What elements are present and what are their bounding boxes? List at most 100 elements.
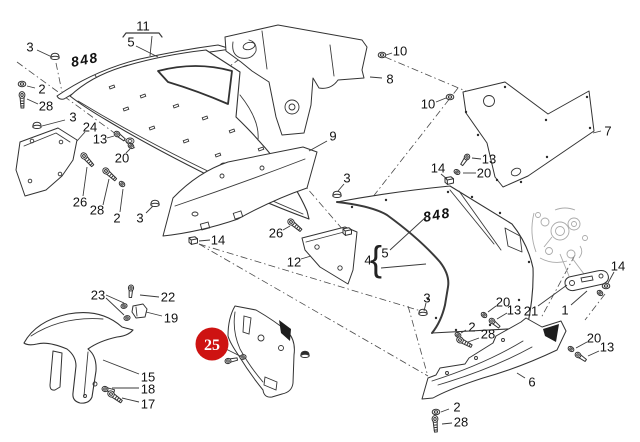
leader-line — [435, 97, 447, 103]
callout-14: 14 — [211, 233, 225, 248]
washer-icon — [238, 353, 248, 361]
leader-line — [537, 284, 568, 307]
bolt-icon — [106, 389, 124, 405]
leader-line — [145, 205, 154, 214]
leader-line — [41, 119, 66, 127]
callout-13: 13 — [93, 132, 107, 147]
leader-line — [607, 271, 615, 284]
part-bracket-1 — [564, 270, 609, 292]
callout-24: 24 — [83, 120, 97, 135]
leader-line — [440, 408, 450, 413]
leader-line — [441, 422, 453, 425]
part-front-fender — [23, 312, 134, 404]
leader-line — [36, 49, 53, 58]
bolt-icon — [101, 166, 119, 183]
clip-icon — [188, 236, 198, 245]
grommet-icon — [50, 52, 60, 60]
callout-28: 28 — [454, 415, 468, 430]
screw-icon — [573, 350, 588, 364]
callout-3: 3 — [423, 291, 430, 306]
leader-line — [198, 239, 211, 242]
part-rubber-19 — [131, 303, 148, 319]
grommet-icon — [332, 190, 342, 198]
nut-icon — [445, 93, 455, 101]
leader-line — [487, 305, 497, 313]
callout-5: 5 — [381, 246, 388, 261]
leader-line — [135, 45, 159, 58]
leader-line — [149, 35, 153, 57]
leader-line — [440, 173, 448, 180]
callout-8: 8 — [386, 72, 393, 87]
leader-line — [516, 372, 526, 379]
part-headlight-bracket — [224, 24, 368, 136]
washer-icon — [452, 167, 462, 177]
callout-23: 23 — [91, 288, 105, 303]
callout-2: 2 — [113, 211, 120, 226]
callout-10: 10 — [393, 44, 407, 59]
logo-848-right: 848 — [422, 204, 452, 225]
bolt-icon — [18, 91, 26, 109]
callout-6: 6 — [528, 375, 535, 390]
bolt-icon — [431, 414, 440, 433]
leader-line — [423, 302, 427, 312]
grommet-icon — [150, 199, 160, 207]
leader-line — [26, 98, 39, 105]
leader-line — [460, 329, 467, 334]
callout-9: 9 — [329, 129, 336, 144]
callout-20: 20 — [477, 166, 491, 181]
callout-2: 2 — [453, 400, 460, 415]
bolt-icon — [286, 217, 304, 234]
leader-line — [496, 312, 508, 320]
washer-icon — [122, 314, 132, 322]
clip-icon — [342, 227, 352, 236]
leader-line — [337, 183, 345, 192]
part-flat-panel-7 — [462, 81, 595, 188]
badge-number: 25 — [204, 337, 220, 354]
callout-4: 4 — [364, 253, 371, 268]
leader-line — [125, 148, 131, 154]
leader-line — [106, 135, 115, 139]
grommet-icon — [418, 308, 428, 316]
screw-icon — [459, 152, 472, 167]
washer-icon — [566, 344, 576, 354]
leader-line — [26, 85, 36, 89]
part-bracket-16 — [227, 305, 295, 398]
callout-5: 5 — [127, 35, 134, 50]
callout-28: 28 — [39, 99, 53, 114]
item-4-brace: { — [370, 238, 382, 279]
logo-848-left: 848 — [70, 49, 100, 70]
callout-22: 22 — [161, 290, 175, 305]
callout-19: 19 — [164, 311, 178, 326]
leader-line — [570, 290, 588, 306]
leader-line — [380, 263, 427, 269]
leader-line — [308, 140, 328, 152]
leader-line — [105, 297, 125, 316]
callout-21: 21 — [524, 304, 538, 319]
part-right-fairing: 848 — [336, 185, 534, 334]
leader-line — [385, 52, 393, 56]
leader-line — [592, 130, 602, 134]
leader-line — [587, 350, 600, 357]
callout-28: 28 — [481, 327, 495, 342]
callout-2: 2 — [38, 82, 45, 97]
callout-20: 20 — [587, 331, 601, 346]
callout-13: 13 — [600, 340, 614, 355]
leader-line — [119, 188, 124, 213]
screw-icon — [112, 129, 127, 143]
windscreen — [157, 65, 233, 105]
part-belly-pan — [421, 317, 567, 400]
grommet-dark-icon — [300, 350, 310, 358]
callout-28: 28 — [90, 203, 104, 218]
leader-line — [102, 178, 110, 206]
badge-circle — [195, 327, 229, 361]
leader-line — [105, 294, 125, 304]
engine-ghost — [531, 207, 588, 277]
leader-line — [575, 341, 588, 349]
highlight-badge-25: 25 — [195, 327, 241, 361]
part-panel-12 — [301, 226, 358, 285]
badge-leader-line — [225, 348, 241, 357]
nut-icon — [17, 80, 27, 88]
leader-line — [389, 216, 427, 251]
